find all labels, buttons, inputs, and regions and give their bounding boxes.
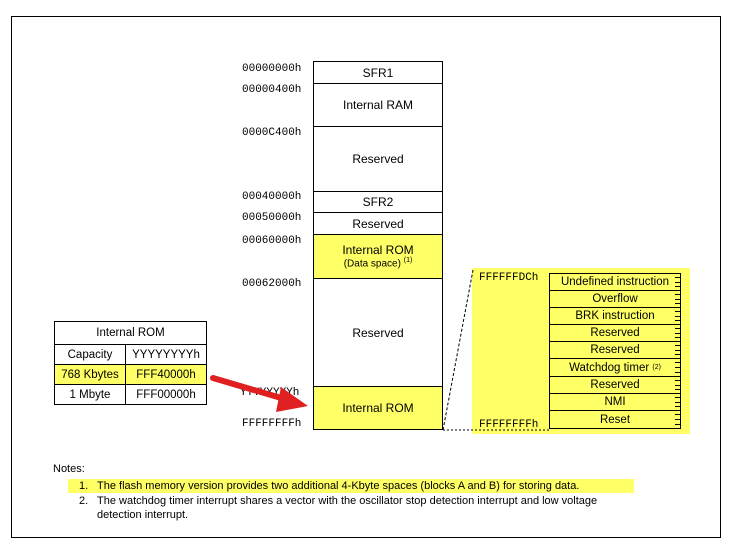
tick-mark [675,380,681,381]
table-cell: 768 Kbytes [54,364,126,385]
address-label: 00050000h [242,212,302,224]
tick-mark [675,389,681,390]
memory-region-internal-ram: Internal RAM [313,83,443,127]
memory-region-reserved: Reserved [313,278,443,387]
region-label: Reserved [352,216,404,231]
vector-entry: Reset [549,410,681,429]
tick-mark [675,367,681,368]
tick-mark [675,372,681,373]
tick-mark [675,303,681,304]
note-number: 2. [79,495,89,507]
table-row-highlighted: 768 Kbytes FFF40000h [54,364,207,385]
memory-region-internal-rom-data: Internal ROM (Data space) (1) [313,234,443,279]
address-label: 00000400h [242,84,302,96]
red-arrow-shaft [210,375,291,403]
region-label: Internal ROM [342,243,414,258]
note-text: detection interrupt. [97,509,189,521]
tick-mark [675,311,681,312]
memory-region-sfr2: SFR2 [313,191,443,213]
tick-mark [675,402,681,403]
table-cell: 1 Mbyte [54,384,126,405]
tick-mark [675,316,681,317]
region-label: Reserved [352,325,404,340]
header-cell: Capacity [54,344,126,365]
region-sublabel: (Data space) [343,258,401,270]
tick-mark [675,424,681,425]
note-highlight [68,479,634,493]
memory-region-reserved: Reserved [313,126,443,192]
zoom-line-top [442,269,474,431]
tick-mark [675,333,681,334]
tick-mark [675,397,681,398]
address-label: 00062000h [242,278,302,290]
address-label: 00000000h [242,63,302,75]
tick-mark [675,282,681,283]
footnote-ref: (2) [652,364,661,371]
address-label: 0000C400h [242,127,302,139]
notes-heading: Notes: [53,463,85,475]
table-cell: FFF00000h [125,384,207,405]
footnote-ref: (1) [403,257,413,265]
red-arrow-head [276,387,308,412]
tick-mark [675,320,681,321]
vector-end-address: FFFFFFFFh [479,419,539,431]
note-text: The watchdog timer interrupt shares a ve… [97,495,598,507]
address-label: 00060000h [242,235,302,247]
address-label: 00040000h [242,191,302,203]
memory-region-internal-rom: Internal ROM [313,386,443,430]
region-label: Internal RAM [342,98,414,112]
header-cell: YYYYYYYYh [125,344,207,365]
tick-mark [675,345,681,346]
table-row: 1 Mbyte FFF00000h [54,384,207,405]
tick-mark [675,277,681,278]
table-header-row: Capacity YYYYYYYYh [54,344,207,365]
vector-entry: Undefined instruction [549,273,681,291]
tick-mark [675,328,681,329]
tick-mark [675,350,681,351]
table-title: Internal ROM [54,321,207,345]
address-label: FFFFFFFFh [242,418,302,430]
tick-mark [675,337,681,338]
note-number: 1. [79,480,89,492]
tick-mark [675,406,681,407]
tick-mark [675,414,681,415]
vector-entry: Reserved [549,341,681,359]
tick-mark [675,354,681,355]
diagram-frame [11,16,721,538]
tick-mark [675,299,681,300]
tick-mark [675,286,681,287]
tick-mark [675,419,681,420]
tick-mark [675,385,681,386]
table-cell: FFF40000h [125,364,207,385]
region-label: Reserved [352,152,404,166]
tick-mark [675,362,681,363]
internal-rom-table: Internal ROM Capacity YYYYYYYYh 768 Kbyt… [54,321,207,405]
note-text: The flash memory version provides two ad… [97,480,580,492]
vector-entry: Watchdog timer (2) [549,358,681,377]
region-label: Internal ROM [342,401,414,415]
region-label: SFR2 [362,195,394,209]
vector-start-address: FFFFFFDCh [479,272,539,284]
region-label: SFR1 [362,65,394,80]
tick-mark [675,294,681,295]
